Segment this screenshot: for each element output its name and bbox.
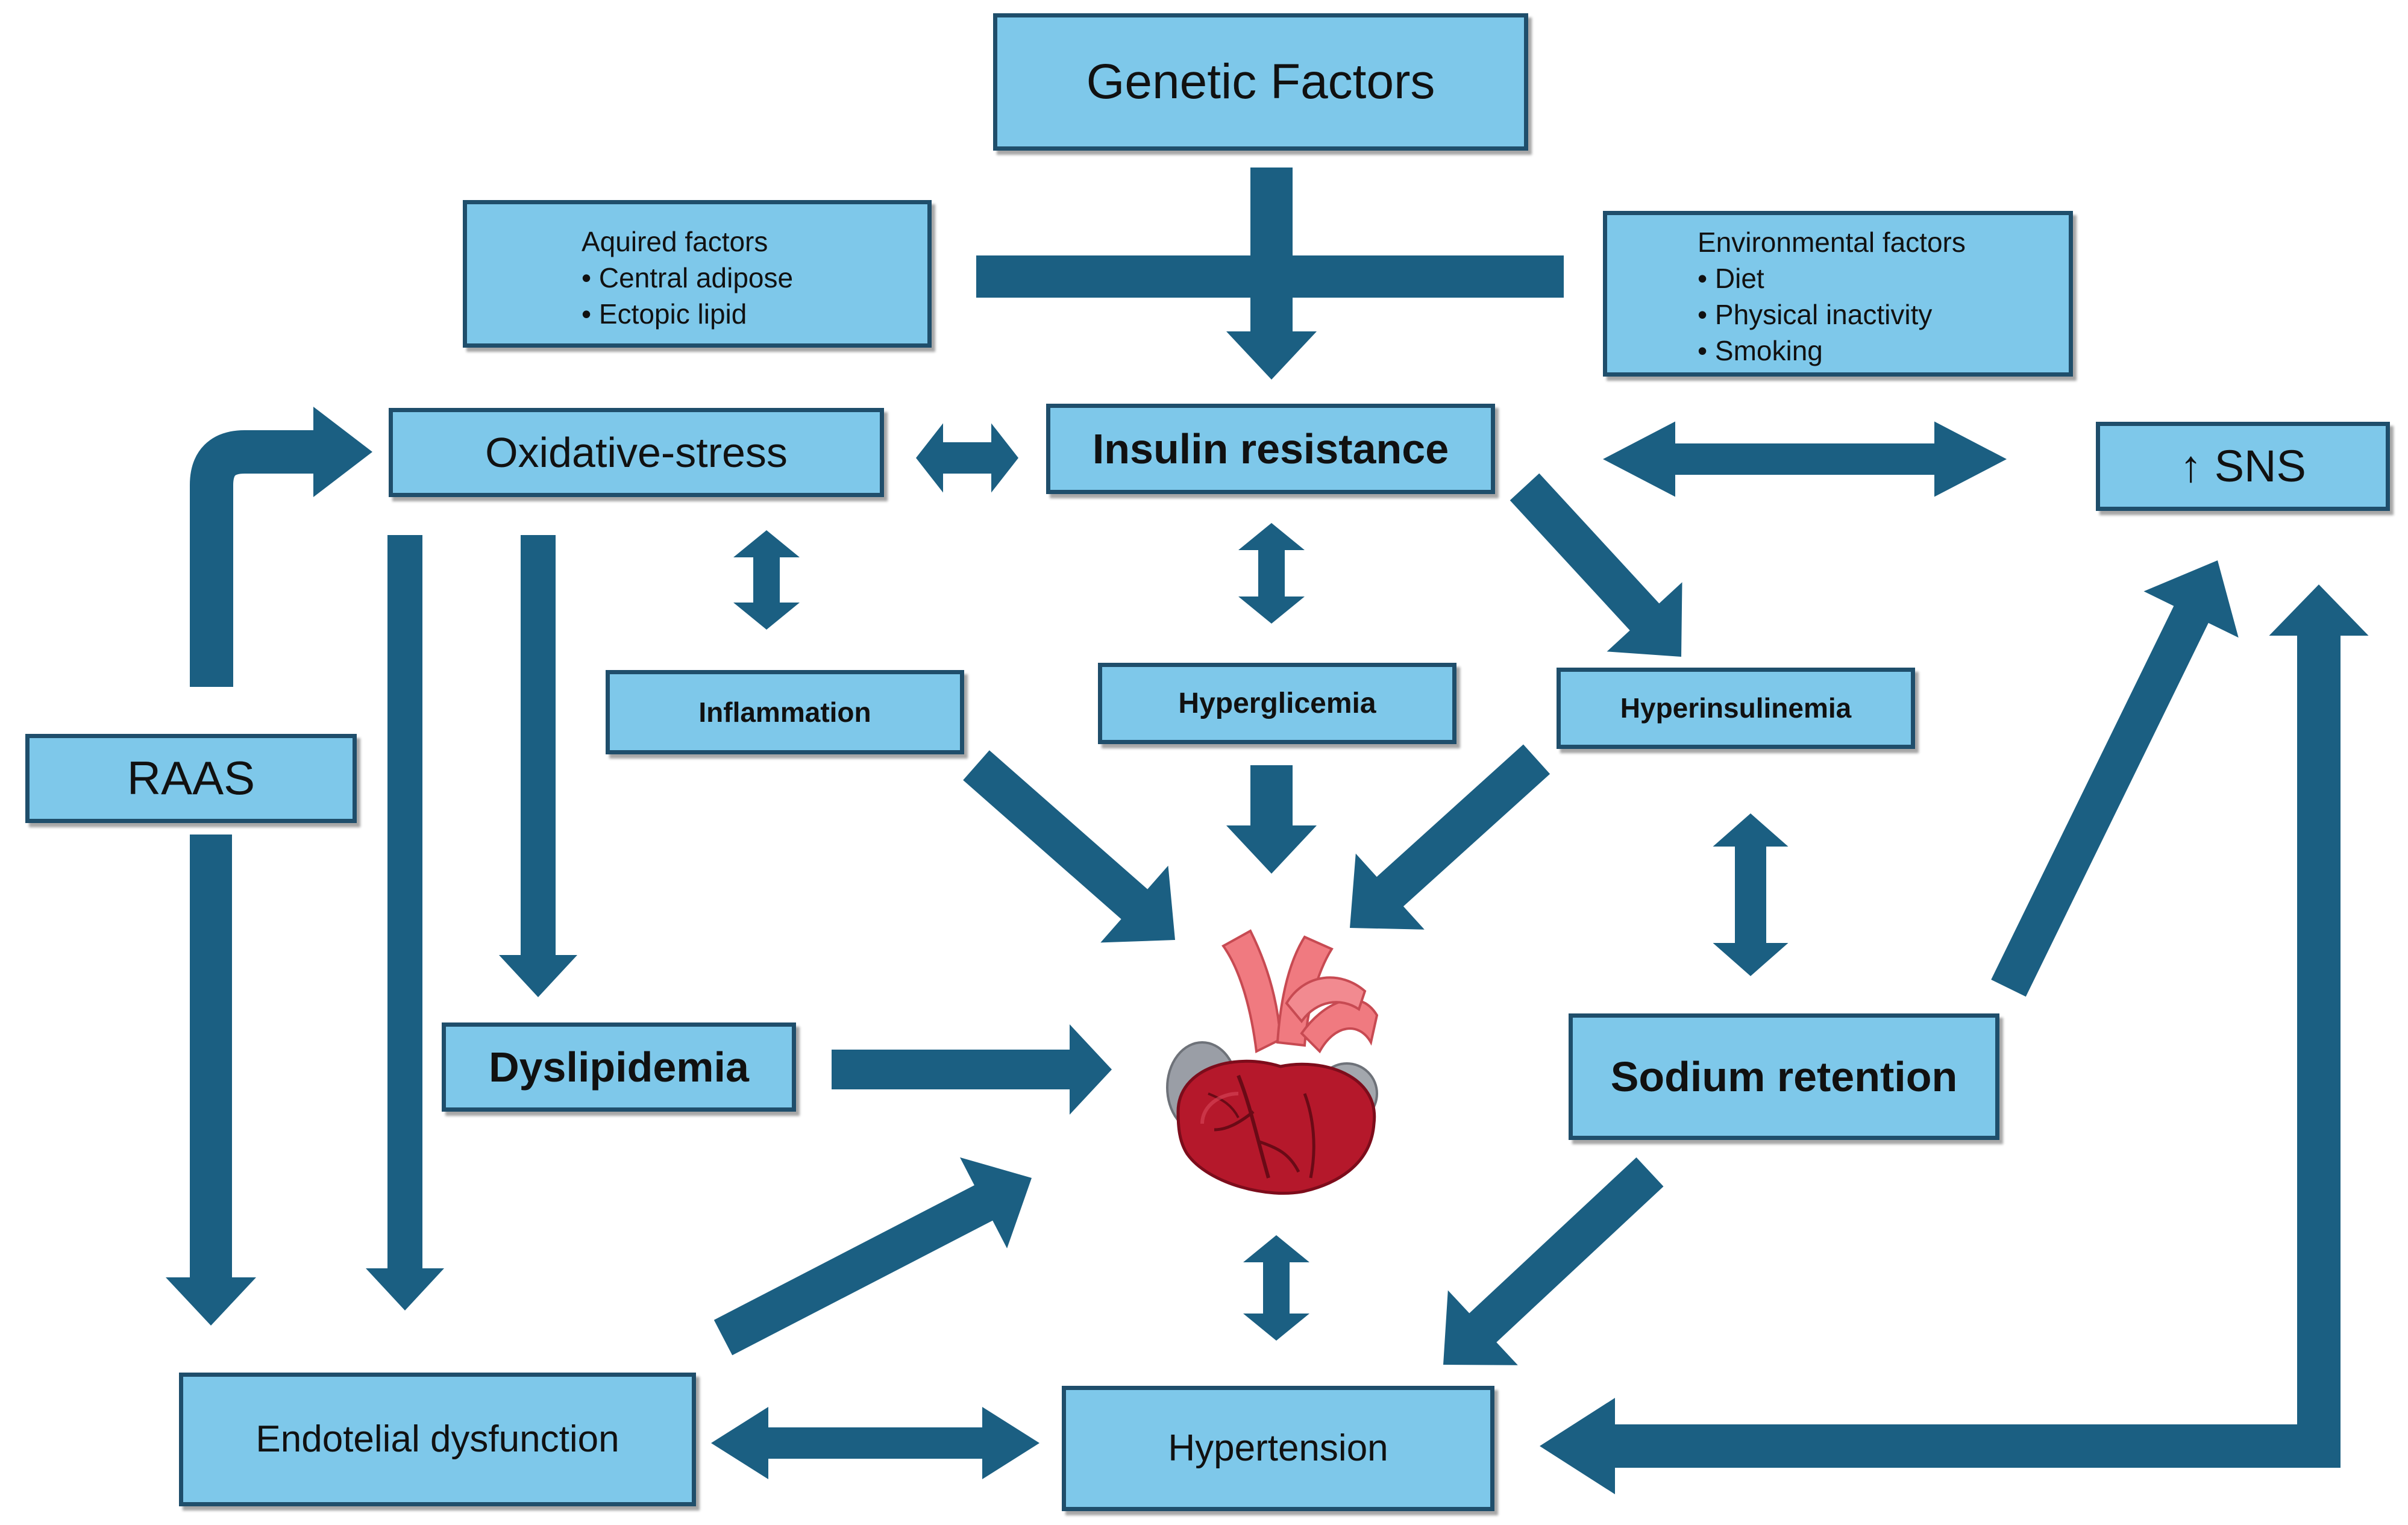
environmental-factors-box: Environmental factors Diet Physical inac… (1603, 211, 2073, 377)
raas-to-oxidative-elbow (190, 430, 331, 687)
hyperglicemia-to-heart-arrow (1226, 765, 1317, 874)
insulin-resistance-label: Insulin resistance (1092, 425, 1449, 472)
heart-hypertension-arrow (1243, 1235, 1309, 1341)
acquired-factors-content: Aquired factors Central adipose Ectopic … (467, 204, 793, 332)
genetic-factors-box: Genetic Factors (993, 13, 1528, 151)
endotelial-dysfunction-label: Endotelial dysfunction (256, 1418, 619, 1461)
oxidative-insulin-arrow (916, 423, 1018, 493)
oxidative-inflammation-arrow (733, 530, 800, 630)
hyperglicemia-label: Hyperglicemia (1178, 687, 1376, 719)
sodium-to-hypertension-arrow (1443, 1157, 1664, 1365)
sodium-retention-label: Sodium retention (1610, 1053, 1958, 1100)
environmental-factor-item: Physical inactivity (1698, 296, 1966, 333)
sns-box: ↑ SNS (2096, 422, 2390, 511)
hyperinsulinemia-to-heart-arrow (1350, 744, 1550, 930)
oxidative-to-dyslipidemia-arrow (499, 535, 577, 997)
endotelial-hypertension-arrow (711, 1407, 1039, 1479)
sodium-to-sns-arrow (1991, 560, 2239, 997)
insulin-to-hyperinsulinemia-arrow (1510, 473, 1682, 657)
raas-box: RAAS (25, 734, 357, 823)
insulin-hyperglicemia-arrow (1238, 523, 1305, 624)
hyperinsulinemia-label: Hyperinsulinemia (1620, 692, 1852, 724)
endotelial-dysfunction-box: Endotelial dysfunction (179, 1373, 696, 1506)
sns-label: ↑ SNS (2180, 441, 2306, 492)
hyperglicemia-box: Hyperglicemia (1098, 663, 1456, 744)
environmental-factors-title: Environmental factors (1698, 227, 1966, 258)
oxidative-to-endotelial-arrow (366, 535, 444, 1310)
loop-to-hypertension-arrowhead (1540, 1398, 1615, 1494)
acquired-factors-box: Aquired factors Central adipose Ectopic … (463, 200, 932, 348)
genetic-factors-label: Genetic Factors (1086, 54, 1435, 109)
raas-to-oxidative-arrowhead (313, 407, 372, 497)
insulin-resistance-box: Insulin resistance (1046, 404, 1495, 494)
acquired-factor-item: Ectopic lipid (582, 296, 793, 332)
hypertension-label: Hypertension (1168, 1427, 1388, 1470)
acquired-factors-title: Aquired factors (582, 226, 768, 257)
environmental-factors-content: Environmental factors Diet Physical inac… (1607, 215, 1966, 369)
inflammation-box: Inflammation (606, 670, 964, 754)
environmental-factor-item: Smoking (1698, 333, 1966, 369)
hypertension-box: Hypertension (1062, 1386, 1494, 1511)
dyslipidemia-box: Dyslipidemia (442, 1022, 796, 1112)
genetic-to-insulin-arrow (1226, 168, 1317, 380)
dyslipidemia-label: Dyslipidemia (489, 1043, 749, 1091)
hyperinsulinemia-box: Hyperinsulinemia (1557, 668, 1915, 749)
heart-icon (1166, 929, 1379, 1195)
inflammation-label: Inflammation (698, 696, 871, 728)
hyperinsulinemia-sodium-arrow (1713, 813, 1789, 976)
loop-to-sns-arrowhead (2269, 584, 2369, 663)
sodium-retention-box: Sodium retention (1569, 1013, 1999, 1140)
sns-hypertension-loop (1579, 627, 2341, 1468)
raas-to-endotelial-arrow (166, 835, 256, 1326)
environmental-factor-item: Diet (1698, 260, 1966, 296)
acquired-factor-item: Central adipose (582, 260, 793, 296)
oxidative-stress-label: Oxidative-stress (485, 428, 788, 476)
endotelial-to-heart-arrow (713, 1157, 1032, 1356)
raas-label: RAAS (127, 751, 256, 805)
inflammation-to-heart-arrow (963, 750, 1175, 943)
dyslipidemia-to-heart-arrow (832, 1024, 1112, 1115)
oxidative-stress-box: Oxidative-stress (389, 408, 884, 497)
insulin-sns-arrow (1603, 421, 2007, 497)
